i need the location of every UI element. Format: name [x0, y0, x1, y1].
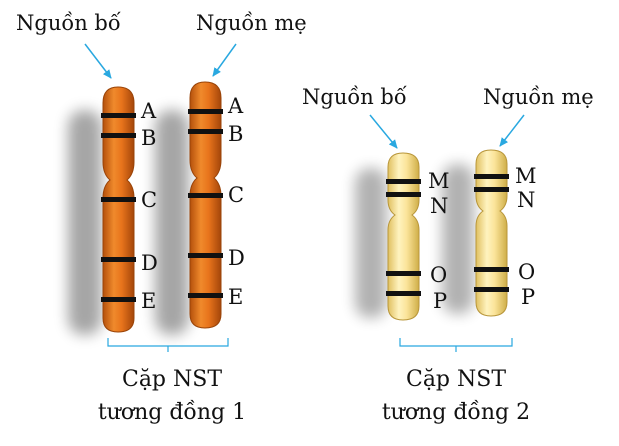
chromosome-body [189, 81, 222, 329]
band-N [386, 192, 421, 197]
chromosome-body [102, 86, 135, 333]
band-label: D [228, 246, 245, 270]
band-label: N [517, 188, 535, 212]
band-label: E [228, 285, 243, 309]
band-A [188, 109, 223, 114]
chromosome-shadow [355, 168, 387, 318]
pair-caption-line2: tương đồng 1 [98, 399, 246, 425]
mother-source-label: Nguồn mẹ [196, 11, 307, 35]
arrow [369, 114, 398, 149]
chromosome-mother-1 [188, 81, 223, 329]
band-C [101, 197, 136, 202]
chromosome-shadow [68, 110, 102, 335]
band-O [386, 271, 421, 276]
pair-caption-line2: tương đồng 2 [382, 399, 530, 425]
arrow [84, 43, 112, 79]
band-O [474, 267, 509, 272]
band-label: B [141, 126, 156, 150]
band-D [101, 257, 136, 262]
band-label: P [521, 285, 535, 309]
arrow [499, 114, 525, 147]
band-label: B [228, 122, 243, 146]
band-label: O [518, 260, 535, 284]
band-label: M [515, 164, 537, 188]
band-label: M [428, 169, 450, 193]
band-M [386, 179, 421, 184]
band-label: N [430, 194, 448, 218]
band-P [474, 287, 509, 292]
chromosome-shadow [155, 110, 189, 335]
bracket [107, 338, 229, 352]
band-label: A [227, 94, 244, 118]
chromosome-mother-2 [474, 149, 509, 317]
pair-1: A B C D E A B C D E Nguồn bố Nguồn mẹ Cặ… [16, 11, 307, 425]
bracket [399, 338, 513, 352]
band-label: C [228, 183, 244, 207]
band-label: D [141, 251, 158, 275]
arrow [212, 43, 237, 77]
chromosome-shadow [442, 164, 474, 314]
band-label: C [141, 188, 157, 212]
band-M [474, 174, 509, 179]
band-label: A [140, 99, 157, 123]
band-E [101, 297, 136, 302]
chromosome-father-2 [386, 152, 421, 321]
father-source-label: Nguồn bố [16, 11, 121, 35]
pair-2: M N O P M N O P Nguồn bố Nguồn mẹ Cặp NS… [302, 85, 594, 425]
band-N [474, 187, 509, 192]
pair-caption-line1: Cặp NST [406, 367, 506, 392]
pair-caption-line1: Cặp NST [122, 367, 222, 392]
mother-source-label: Nguồn mẹ [483, 85, 594, 109]
band-E [188, 293, 223, 298]
band-B [188, 129, 223, 134]
band-B [101, 133, 136, 138]
band-A [101, 113, 136, 118]
chromosome-father-1 [101, 86, 136, 333]
father-source-label: Nguồn bố [302, 85, 407, 109]
band-label: P [433, 289, 447, 313]
band-label: E [141, 289, 156, 313]
band-P [386, 291, 421, 296]
band-label: O [430, 263, 447, 287]
band-D [188, 253, 223, 258]
band-C [188, 193, 223, 198]
